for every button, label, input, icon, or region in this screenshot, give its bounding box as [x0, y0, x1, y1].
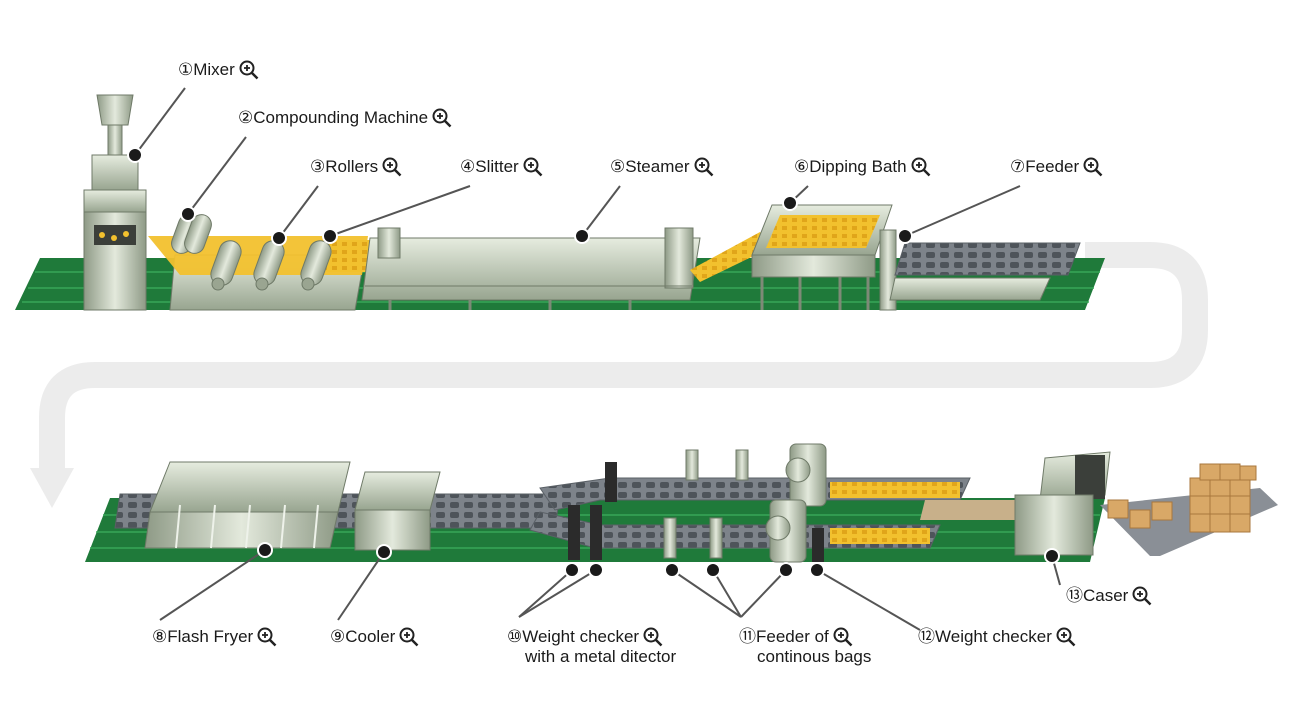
label-mixer: ①Mixer	[178, 60, 259, 80]
mixer-machine	[84, 95, 146, 310]
zoom-in-icon[interactable]	[1056, 627, 1076, 647]
outfeed-conveyor	[1100, 488, 1278, 556]
zoom-in-icon[interactable]	[399, 627, 419, 647]
label-steamer-text: ⑤Steamer	[610, 157, 690, 177]
weight-checker-unit	[812, 528, 824, 562]
label-slitter-text: ④Slitter	[460, 157, 519, 177]
roller-section	[148, 212, 370, 310]
zoom-in-icon[interactable]	[1083, 157, 1103, 177]
zoom-in-icon[interactable]	[643, 627, 663, 647]
label-weight-text: ⑫Weight checker	[918, 627, 1052, 647]
label-dipping-text: ⑥Dipping Bath	[794, 157, 907, 177]
label-feeder-bags-text-1: ⑪Feeder of	[739, 627, 829, 647]
flash-fryer-machine	[145, 462, 350, 548]
label-feeder-text: ⑦Feeder	[1010, 157, 1079, 177]
zoom-in-icon[interactable]	[257, 627, 277, 647]
label-feeder-bags-text-2: continous bags	[739, 647, 871, 667]
label-mixer-text: ①Mixer	[178, 60, 235, 80]
label-weight-metal-text-1: ⑩Weight checker	[507, 627, 639, 647]
label-caser-text: ⑬Caser	[1066, 586, 1128, 606]
zoom-in-icon[interactable]	[1132, 586, 1152, 606]
zoom-in-icon[interactable]	[432, 108, 452, 128]
label-flash-fryer: ⑧Flash Fryer	[152, 627, 277, 647]
zoom-in-icon[interactable]	[911, 157, 931, 177]
label-slitter: ④Slitter	[460, 157, 543, 177]
steamer-machine	[362, 228, 700, 310]
label-compounding-text: ②Compounding Machine	[238, 108, 428, 128]
zoom-in-icon[interactable]	[694, 157, 714, 177]
label-feeder: ⑦Feeder	[1010, 157, 1103, 177]
label-cooler-text: ⑨Cooler	[330, 627, 395, 647]
label-steamer: ⑤Steamer	[610, 157, 714, 177]
label-weight-checker: ⑫Weight checker	[918, 627, 1076, 647]
label-rollers-text: ③Rollers	[310, 157, 378, 177]
zoom-in-icon[interactable]	[239, 60, 259, 80]
cooler-machine	[355, 472, 440, 550]
zoom-in-icon[interactable]	[523, 157, 543, 177]
label-feeder-continuous-bags: ⑪Feeder of continous bags	[739, 627, 871, 667]
flow-arrow-head	[30, 468, 74, 508]
zoom-in-icon[interactable]	[382, 157, 402, 177]
zoom-in-icon[interactable]	[833, 627, 853, 647]
label-fryer-text: ⑧Flash Fryer	[152, 627, 253, 647]
label-weight-metal-text-2: with a metal ditector	[507, 647, 676, 667]
label-rollers: ③Rollers	[310, 157, 402, 177]
label-compounding-machine: ②Compounding Machine	[238, 108, 452, 128]
label-dipping-bath: ⑥Dipping Bath	[794, 157, 931, 177]
label-caser: ⑬Caser	[1066, 586, 1152, 606]
label-weight-checker-metal-detector: ⑩Weight checker with a metal ditector	[507, 627, 676, 667]
label-cooler: ⑨Cooler	[330, 627, 419, 647]
